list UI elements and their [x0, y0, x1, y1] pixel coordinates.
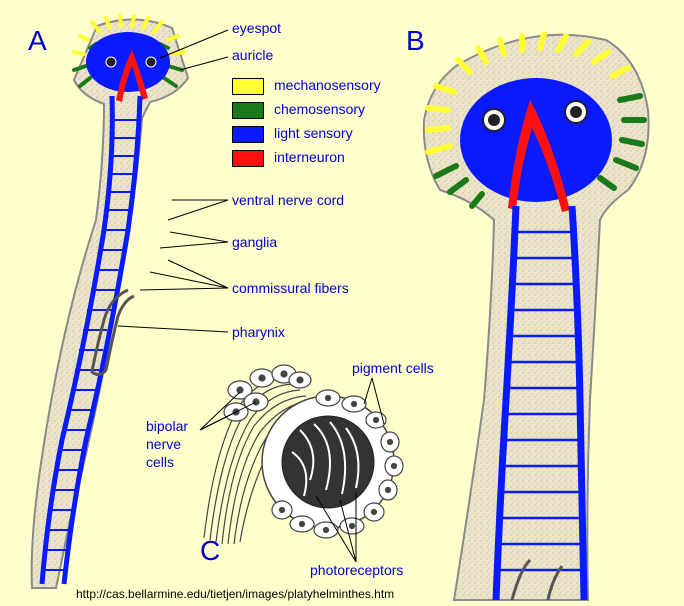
worm-b-head-fringe	[425, 31, 647, 209]
worm-b-eyespot-left	[482, 108, 506, 132]
worm-b-eyespot-right	[564, 100, 588, 124]
worm-b-nerve-cord-right	[568, 205, 588, 601]
legend-label-interneuron: interneuron	[274, 149, 345, 165]
label-auricle: auricle	[232, 47, 274, 63]
panel-b-head	[422, 31, 650, 601]
leader-lines	[117, 29, 385, 563]
label-pigment-cells: pigment cells	[352, 360, 434, 376]
label-bipolar-line1: bipolar	[146, 418, 189, 434]
label-ganglia: ganglia	[232, 234, 278, 250]
worm-b-nerve-cord-left	[492, 205, 520, 601]
label-photoreceptors: photoreceptors	[310, 562, 404, 578]
leader-photoreceptor-1	[315, 495, 357, 563]
leader-pharynix	[117, 325, 229, 333]
pigment-cells	[271, 389, 404, 539]
label-ventral-nerve-cord: ventral nerve cord	[232, 192, 345, 208]
panel-label-a: A	[28, 25, 47, 56]
panel-a-worm	[30, 14, 190, 589]
worm-a-nerve-cord-left	[39, 95, 115, 585]
legend-swatch-light-sensory	[232, 126, 264, 143]
leader-eyespot	[159, 29, 229, 59]
worm-b-interneuron	[508, 100, 570, 212]
leader-pigment-1	[363, 377, 373, 405]
leader-ganglia-1	[169, 231, 229, 243]
legend-label-light-sensory: light sensory	[274, 125, 353, 141]
leader-commissural-1	[167, 259, 229, 289]
panel-label-c: C	[200, 535, 221, 566]
leader-commissural-3	[139, 287, 229, 291]
worm-b-brain	[460, 78, 612, 202]
panel-c-eye	[203, 364, 404, 545]
eye-pigment-cup	[261, 395, 395, 529]
worm-b-commissures	[498, 230, 583, 572]
label-bipolar-line2: nerve	[146, 436, 182, 452]
worm-a-eyespot-left	[105, 56, 117, 68]
label-bipolar-line3: cells	[146, 454, 175, 470]
legend-swatch-chemosensory	[232, 102, 264, 119]
legend-label-chemosensory: chemosensory	[274, 101, 366, 117]
leader-pigment-2	[371, 377, 385, 425]
panel-label-b: B	[406, 25, 425, 56]
worm-b-pharynx	[510, 558, 564, 601]
worm-a-pharynx	[90, 288, 135, 377]
label-pharynix: pharynix	[232, 324, 285, 340]
legend-swatch-mechanosensory	[232, 78, 264, 95]
leader-bipolar-3	[199, 411, 237, 431]
leader-bipolar-1	[199, 391, 241, 431]
leader-ventral-cord-2	[167, 199, 229, 221]
source-url: http://cas.bellarmine.edu/tietjen/images…	[76, 587, 395, 601]
legend-label-mechanosensory: mechanosensory	[274, 77, 381, 93]
worm-a-interneuron	[116, 50, 148, 102]
bipolar-nerve-cells	[223, 364, 312, 422]
label-commissural-fibers: commissural fibers	[232, 280, 349, 296]
leader-commissural-2	[149, 271, 229, 289]
leader-ganglia-2	[159, 241, 229, 249]
worm-a-head-fringe	[72, 14, 186, 88]
leader-auricle	[179, 56, 229, 71]
leader-photoreceptor-2	[339, 499, 357, 563]
worm-a-eyespot-right	[145, 56, 157, 68]
label-eyespot: eyespot	[232, 20, 282, 36]
legend-swatch-interneuron	[232, 150, 264, 167]
